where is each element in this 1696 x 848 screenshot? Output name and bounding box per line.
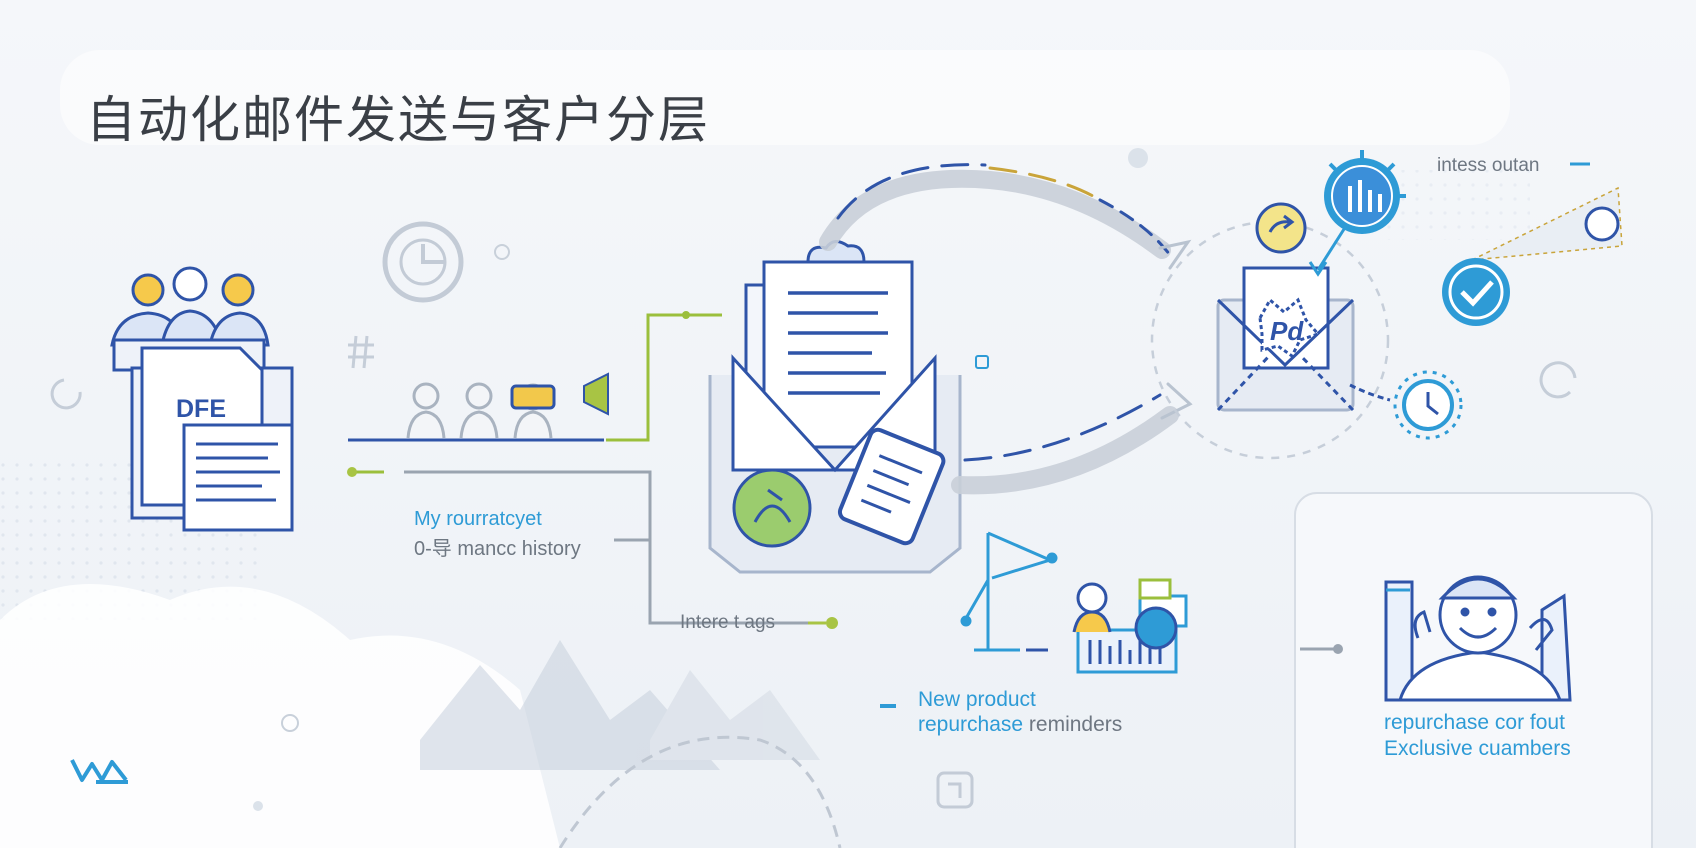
target-email-icon xyxy=(1216,266,1355,412)
document-badge-text: DFE xyxy=(176,395,226,423)
arrow-to-vip xyxy=(1300,644,1343,654)
vip-label-line2: Exclusive cuambers xyxy=(1384,737,1571,760)
branch-lines xyxy=(347,467,838,629)
reminder-label-line1: New product xyxy=(918,688,1036,711)
segment-label-line1: My rourratcyet xyxy=(414,508,542,530)
checkmark-badge-icon xyxy=(1442,162,1623,326)
customer-document-stack-icon xyxy=(112,338,294,532)
sparkle-dots xyxy=(253,148,1148,811)
analytics-gear-icon xyxy=(1308,150,1406,277)
happy-customer-icon xyxy=(1384,575,1572,702)
flow-arrows xyxy=(819,163,1193,495)
timer-icon xyxy=(1349,370,1463,440)
pdf-badge-text: Pd xyxy=(1270,316,1304,346)
arrow-badge-icon xyxy=(1255,202,1307,254)
top-right-label: intess outan xyxy=(1437,155,1540,176)
reminder-icon-group xyxy=(880,531,1188,708)
reminder-label-reminders: reminders xyxy=(1023,713,1123,736)
small-refresh-icon xyxy=(50,361,1577,410)
segment-label-line2: 0-导 mancc history xyxy=(414,538,581,560)
reminder-label-line2: repurchase reminders xyxy=(918,713,1122,737)
refresh-icon xyxy=(382,221,464,303)
interest-tags-label: Intere t ags xyxy=(680,612,776,633)
brand-logo xyxy=(70,759,128,784)
segment-pipeline xyxy=(348,311,722,442)
page-title: 自动化邮件发送与客户分层 xyxy=(86,91,710,149)
hash-icon xyxy=(348,335,374,369)
mountains-decoration xyxy=(420,640,820,770)
customer-group-icon xyxy=(110,266,270,347)
vip-label-line1: repurchase cor fout xyxy=(1384,711,1565,734)
email-center-icon xyxy=(708,240,962,574)
bottom-square-icon xyxy=(936,771,974,809)
reminder-label-repurchase: repurchase xyxy=(918,713,1024,736)
